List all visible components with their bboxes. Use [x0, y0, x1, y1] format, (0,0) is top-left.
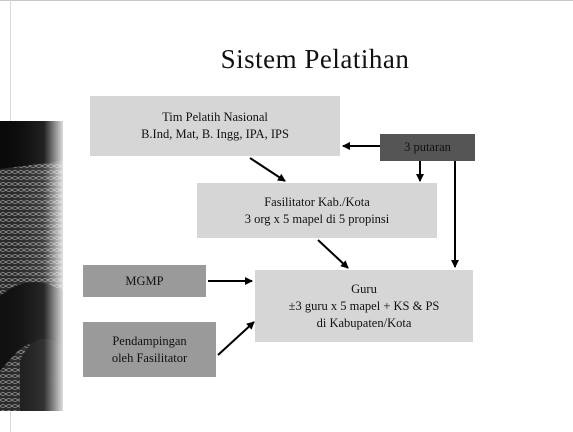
arrow-pendampingan-to-guru: [217, 321, 255, 356]
tim-pelatih-line1: Tim Pelatih Nasional: [162, 110, 268, 124]
decorative-mesh-image: [0, 121, 63, 411]
pendampingan-line2: oleh Fasilitator: [111, 350, 188, 365]
pendampingan-line1: Pendampingan: [112, 333, 187, 348]
mesh-image-graphic: [0, 121, 63, 411]
arrow-fasilitator-to-guru: [317, 239, 349, 269]
box-mgmp: MGMP: [83, 265, 206, 297]
box-fasilitator-kab-kota: Fasilitator Kab./Kota 3 org x 5 mapel di…: [197, 183, 437, 238]
guru-line3: di Kabupaten/Kota: [316, 315, 412, 330]
slide-title: Sistem Pelatihan: [220, 44, 410, 74]
putaran-label: 3 putaran: [404, 140, 451, 154]
tim-pelatih-line2: B.Ind, Mat, B. Ingg, IPA, IPS: [141, 127, 289, 141]
fasilitator-line2: 3 org x 5 mapel di 5 propinsi: [244, 211, 390, 226]
guru-line2: ±3 guru x 5 mapel + KS & PS: [288, 298, 440, 313]
slide-top-border: [0, 0, 573, 1]
guru-line1: Guru: [351, 281, 377, 296]
box-pendampingan: Pendampingan oleh Fasilitator: [83, 322, 216, 377]
box-3-putaran: 3 putaran: [380, 134, 475, 161]
mgmp-label: MGMP: [125, 273, 164, 288]
box-tim-pelatih-nasional: Tim Pelatih Nasional B.Ind, Mat, B. Ingg…: [90, 96, 340, 156]
box-guru: Guru ±3 guru x 5 mapel + KS & PS di Kabu…: [255, 270, 473, 342]
fasilitator-line1: Fasilitator Kab./Kota: [264, 194, 370, 209]
arrow-tim-pelatih-to-fasilitator: [249, 157, 286, 182]
